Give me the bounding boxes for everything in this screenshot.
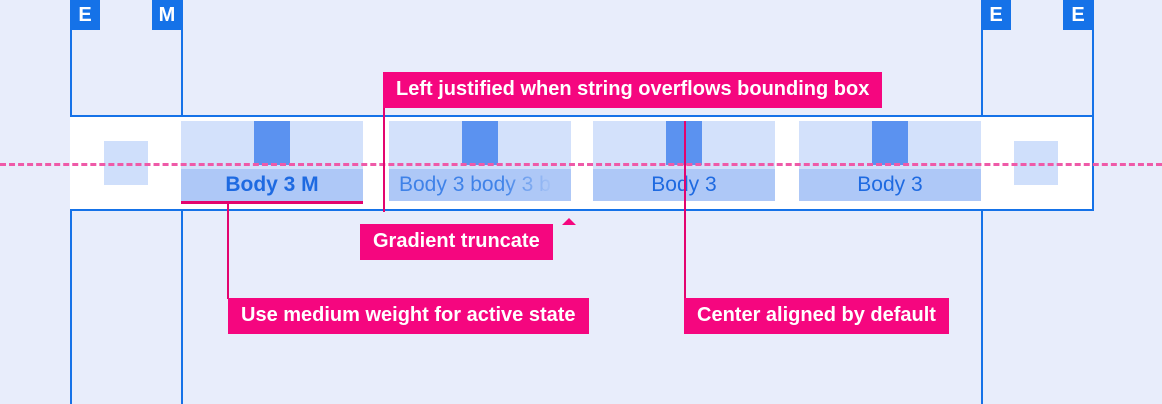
spacing-badge-m: M [152,0,182,30]
tab-label-bar: Body 3 body 3 b [389,169,571,201]
annotation-connector-left-justified [383,108,385,212]
tab-item-active[interactable]: Body 3 M [181,121,363,201]
tab-label: Body 3 [651,173,717,196]
badge-label: M [158,4,176,26]
annotation-connector-medium-weight [227,201,229,299]
annotation-gradient-truncate: Gradient truncate [360,224,553,260]
tab-icon-area [389,121,571,169]
tab-label: Body 3 M [225,173,319,196]
annotation-text: Use medium weight for active state [241,304,576,326]
spacing-badge-e-right-2: E [1063,0,1093,30]
tab-item-overflow[interactable]: Body 3 body 3 b [389,121,571,201]
tab-icon-area [181,121,363,169]
tab-icon [254,121,290,165]
tab-icon-area [799,121,981,169]
annotation-connector-center-aligned [684,121,686,299]
tab-icon [462,121,498,165]
annotation-notch-gradient-truncate [562,218,576,225]
annotation-text: Center aligned by default [697,304,936,326]
spacing-badge-e-left: E [70,0,100,30]
tab-label-bar: Body 3 M [181,169,363,201]
tab-icon [872,121,908,165]
vertical-guide-4 [1092,0,1094,211]
tab-label: Body 3 body 3 b [399,173,551,196]
tab-item-center-2[interactable]: Body 3 [799,121,981,201]
annotation-text: Gradient truncate [373,230,540,252]
spacing-badge-e-right-1: E [981,0,1011,30]
badge-label: E [78,4,92,26]
annotation-left-justified: Left justified when string overflows bou… [383,72,883,108]
badge-label: E [989,4,1003,26]
annotation-text: Left justified when string overflows bou… [396,78,870,100]
tab-label: Body 3 [857,173,923,196]
annotation-medium-weight: Use medium weight for active state [228,298,589,334]
tab-label-bar: Body 3 [799,169,981,201]
active-tab-underline [181,201,363,204]
vertical-center-guideline [0,163,1162,166]
annotation-center-aligned: Center aligned by default [684,298,949,334]
badge-label: E [1071,4,1085,26]
